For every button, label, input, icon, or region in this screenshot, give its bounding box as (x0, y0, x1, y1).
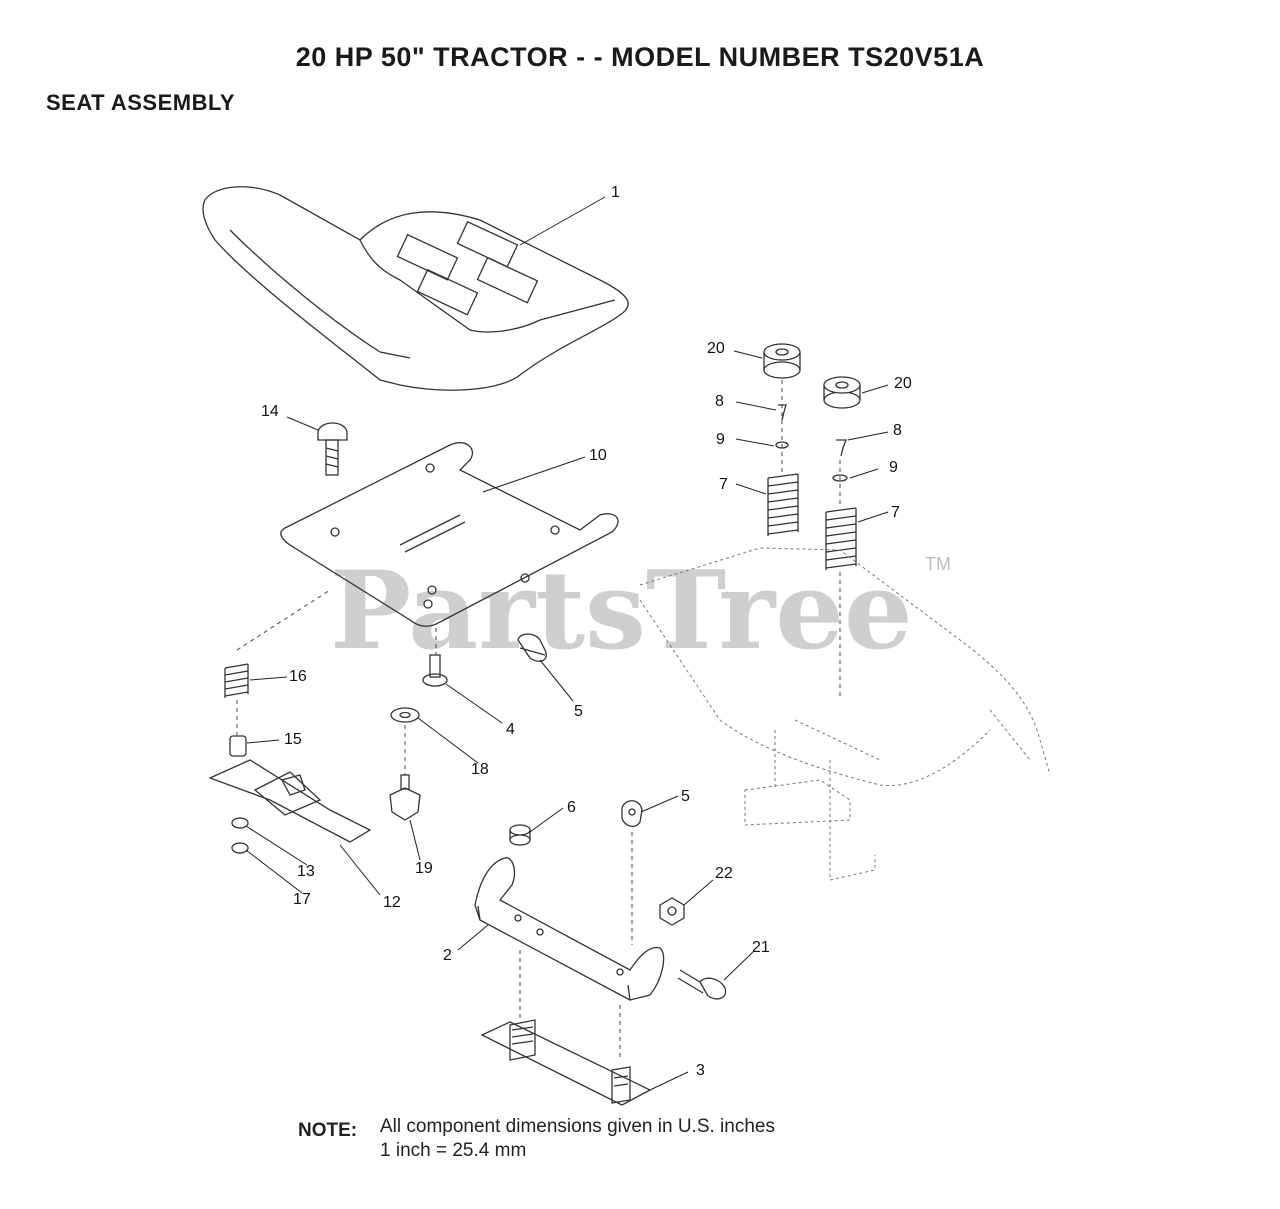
callout-21: 21 (752, 939, 770, 956)
callout-18: 18 (471, 761, 489, 778)
nut-part-17 (231, 842, 249, 854)
callout-17: 17 (293, 891, 311, 908)
washer-part-13 (231, 817, 249, 829)
callout-12: 12 (383, 894, 401, 911)
callout-labels: 1 20 20 8 8 9 9 7 7 14 10 16 15 4 5 18 1… (261, 184, 912, 1079)
section-title: SEAT ASSEMBLY (46, 90, 236, 115)
callout-15: 15 (284, 731, 302, 748)
seat-part-1 (202, 186, 629, 391)
note-label: NOTE: (298, 1120, 358, 1141)
callout-9-left: 9 (716, 431, 725, 448)
spring-part-7-left (767, 473, 799, 536)
spring-part-16 (224, 663, 249, 698)
leader-lines (245, 196, 889, 1091)
bolt-part-8-right (836, 439, 847, 457)
callout-7-right: 7 (891, 504, 900, 521)
spring-part-7-right (825, 507, 857, 570)
watermark: PartsTree (330, 548, 913, 674)
guide-line (519, 950, 621, 1060)
clip-part-5-upper (517, 633, 547, 662)
bracket-part-2 (474, 857, 665, 1001)
callout-19: 19 (415, 860, 433, 877)
washer-part-9-right (832, 474, 848, 482)
nut-part-22 (659, 897, 685, 926)
callout-16: 16 (289, 668, 307, 685)
callout-22: 22 (715, 865, 733, 882)
bolt-part-14 (317, 422, 348, 476)
callout-2: 2 (443, 947, 452, 964)
note-line-1: All component dimensions given in U.S. i… (380, 1116, 775, 1137)
callout-13: 13 (297, 863, 315, 880)
callout-20-right: 20 (894, 375, 912, 392)
callout-5-lower: 5 (681, 788, 690, 805)
bushing-part-6 (509, 824, 531, 846)
fender-outline (639, 547, 1051, 881)
bushing-part-15 (229, 735, 247, 757)
washer-part-18 (390, 707, 420, 723)
callout-7-left: 7 (719, 476, 728, 493)
spacer-part-20-left (763, 343, 801, 379)
callout-5-upper: 5 (574, 703, 583, 720)
callout-6: 6 (567, 799, 576, 816)
clip-part-5-lower (621, 800, 643, 828)
callout-4: 4 (506, 721, 515, 738)
callout-9-right: 9 (889, 459, 898, 476)
bolt-part-21 (677, 969, 727, 1000)
callout-8-left: 8 (715, 393, 724, 410)
callout-8-right: 8 (893, 422, 902, 439)
spacer-part-20-right (823, 376, 861, 409)
bracket-part-12 (208, 759, 372, 843)
bolt-part-4 (422, 654, 448, 687)
guide-line (236, 589, 331, 735)
callout-3: 3 (696, 1062, 705, 1079)
note-line-2: 1 inch = 25.4 mm (380, 1140, 527, 1161)
plate-part-3 (480, 1019, 652, 1106)
callout-14: 14 (261, 403, 279, 420)
callout-20-left: 20 (707, 340, 725, 357)
callout-1: 1 (611, 184, 620, 201)
page-title: 20 HP 50" TRACTOR - - MODEL NUMBER TS20V… (295, 42, 985, 72)
seat-plate-part-10 (280, 442, 619, 627)
callout-10: 10 (589, 447, 607, 464)
watermark-tm: TM (925, 554, 951, 574)
knob-part-19 (389, 774, 421, 821)
